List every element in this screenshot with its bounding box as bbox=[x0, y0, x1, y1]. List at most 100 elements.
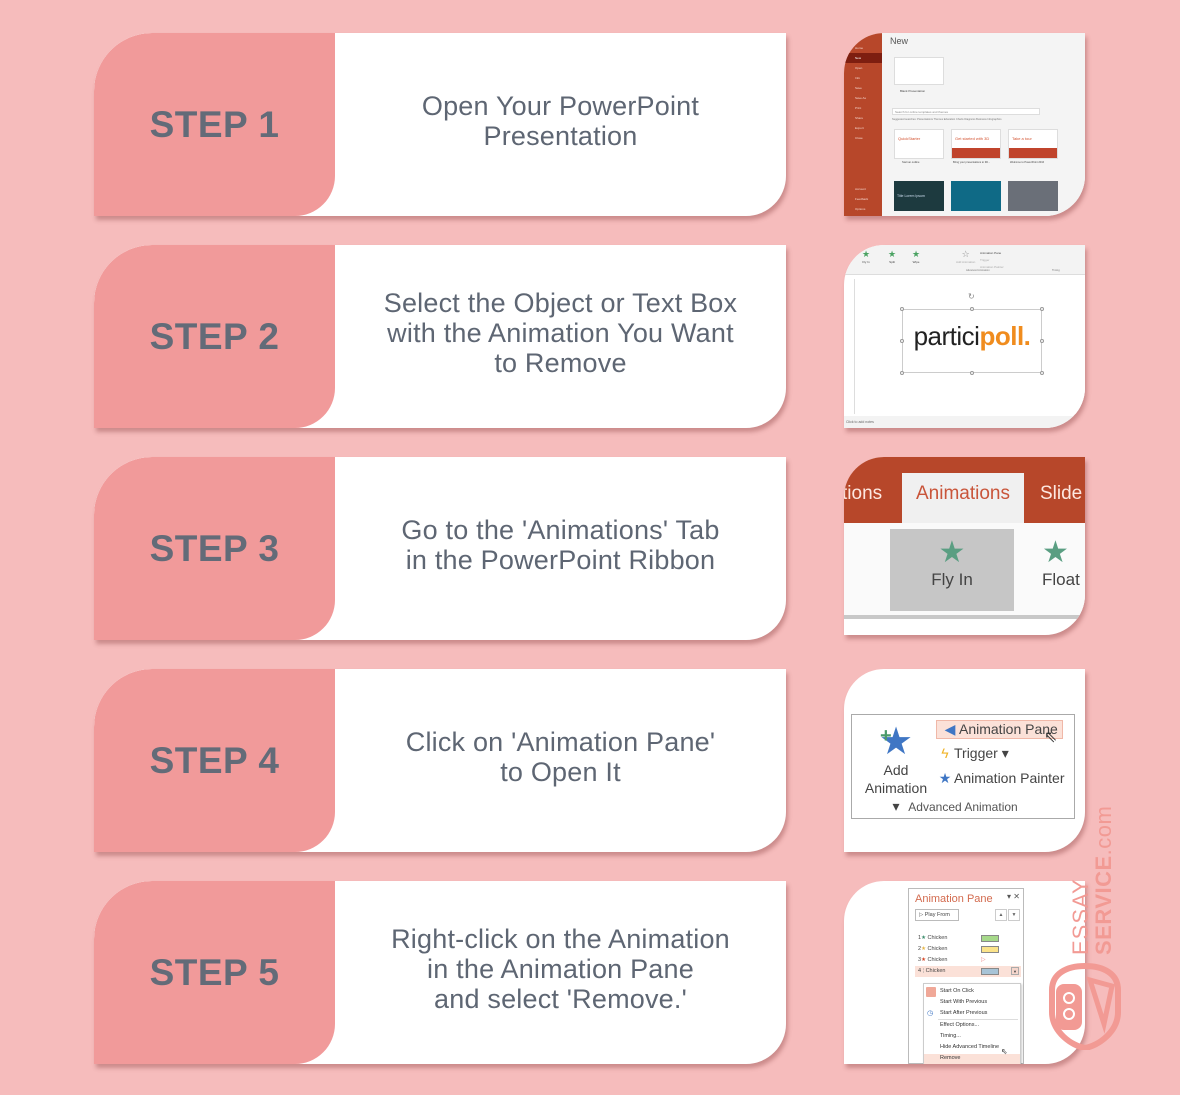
plus-icon: + bbox=[880, 725, 892, 747]
menu-effect-options: Effect Options... bbox=[940, 1022, 980, 1028]
step-label: STEP 4 bbox=[149, 739, 280, 781]
step-label: STEP 1 bbox=[149, 103, 280, 145]
menu-timing: Timing... bbox=[940, 1033, 961, 1039]
theme-tile-gallery bbox=[1008, 181, 1058, 211]
template-caption: Start an outline bbox=[902, 161, 920, 164]
theme-tile-circuit bbox=[951, 181, 1001, 211]
resize-handle bbox=[900, 339, 904, 343]
template-caption: Bring your presentations to 3D... bbox=[953, 161, 991, 164]
sidebar-item-home: Home bbox=[855, 46, 864, 50]
resize-handle bbox=[1040, 339, 1044, 343]
template-search: Search for online templates and themes bbox=[892, 108, 1040, 115]
timeline-bar bbox=[981, 935, 999, 942]
step-text-box: Go to the 'Animations' Tab in the PowerP… bbox=[335, 457, 786, 640]
effect-wipe: ★Wipe bbox=[912, 249, 921, 264]
mouse-click-icon bbox=[926, 987, 936, 997]
star-icon: ★+ bbox=[860, 723, 932, 761]
menu-start-with-previous: Start With Previous bbox=[940, 999, 988, 1005]
ribbon-tab-bar: tions Animations Slide bbox=[844, 457, 1085, 523]
star-plus-icon: ☆ bbox=[961, 249, 970, 259]
template-tile: Take a tour bbox=[1008, 129, 1058, 159]
group-caption: Advanced Animation bbox=[908, 800, 1018, 814]
sidebar-item-print: Print bbox=[855, 106, 862, 110]
step-label-box: STEP 4 bbox=[94, 669, 335, 852]
blank-presentation-thumb bbox=[894, 57, 944, 85]
essay-service-logo: ESSAY SERVICE.com bbox=[1046, 806, 1126, 1065]
brand-line-2: SERVICE.com bbox=[1091, 805, 1116, 955]
animation-row: 2★ Chicken bbox=[915, 944, 1021, 955]
menu-divider bbox=[938, 1019, 1018, 1020]
sidebar-item-feedback: Feedback bbox=[855, 197, 869, 201]
menu-start-after-previous: Start After Previous bbox=[940, 1010, 988, 1016]
play-from-button: ▷ Play From bbox=[915, 909, 959, 921]
template-caption: Welcome to PowerPoint 2016 bbox=[1010, 161, 1045, 164]
slide-canvas bbox=[854, 279, 1085, 414]
step-5-screenshot: Animation Pane ▾ ✕ ▷ Play From ▲ ▼ 1★ Ch… bbox=[844, 881, 1085, 1064]
painter-icon: ★ bbox=[938, 770, 952, 786]
sidebar-item-save-as: Save As bbox=[855, 96, 867, 100]
add-animation-button: ★+ Add Animation ▾ bbox=[860, 723, 932, 815]
menu-start-on-click: Start On Click bbox=[940, 988, 974, 994]
animation-row-selected: 4 ¦ Chicken ▼ bbox=[915, 966, 1021, 977]
effect-split: ★Split bbox=[888, 249, 897, 264]
backstage-main: New Blank Presentation Search for online… bbox=[882, 33, 1085, 216]
step-text-box: Select the Object or Text Box with the A… bbox=[335, 245, 786, 428]
animation-pane-icon: ◀ bbox=[944, 721, 956, 737]
mouse-cursor-icon: ⇖ bbox=[1044, 729, 1058, 746]
star-icon: ★ bbox=[862, 249, 871, 259]
step-text-box: Right-click on the Animation in the Anim… bbox=[335, 881, 786, 1064]
star-icon: ★ bbox=[1042, 536, 1069, 569]
suggested-searches: Suggested searches: Presentations Themes… bbox=[892, 118, 1002, 121]
star-icon: ★ bbox=[912, 249, 921, 259]
step-card-2: STEP 2 Select the Object or Text Box wit… bbox=[94, 245, 786, 428]
animation-pane-button: ◀Animation Pane bbox=[936, 720, 1063, 739]
advanced-animation-items: Animation Pane Trigger Animation Painter bbox=[980, 251, 1004, 269]
sidebar-item-open: Open bbox=[855, 66, 863, 70]
step-card-4: STEP 4 Click on 'Animation Pane' to Open… bbox=[94, 669, 786, 852]
backstage-sidebar: Home New Open Info Save Save As Print Sh… bbox=[844, 33, 882, 216]
lightning-icon: ϟ bbox=[941, 745, 949, 761]
backstage-title: New bbox=[890, 36, 909, 46]
sidebar-item-new: New bbox=[844, 53, 882, 63]
resize-handle bbox=[900, 307, 904, 311]
menu-remove: Remove bbox=[924, 1054, 1020, 1064]
sidebar-item-save: Save bbox=[855, 86, 862, 90]
timeline-bar bbox=[981, 946, 999, 953]
step-label: STEP 5 bbox=[149, 951, 280, 993]
blank-presentation-label: Blank Presentation bbox=[900, 89, 926, 93]
step-card-3: STEP 3 Go to the 'Animations' Tab in the… bbox=[94, 457, 786, 640]
exit-marker-icon: ▷ bbox=[981, 957, 986, 963]
star-icon: ★ bbox=[921, 957, 926, 963]
step-description: Select the Object or Text Box with the A… bbox=[383, 287, 738, 378]
sidebar-item-share: Share bbox=[855, 116, 864, 120]
rotate-handle-icon: ↻ bbox=[968, 292, 975, 301]
timeline-bar bbox=[981, 968, 999, 975]
move-down-icon: ▼ bbox=[1008, 909, 1020, 921]
sidebar-item-account: Account bbox=[855, 187, 866, 191]
resize-handle bbox=[970, 371, 974, 375]
resize-handle bbox=[1040, 371, 1044, 375]
step-label: STEP 2 bbox=[149, 315, 280, 357]
star-icon: ★ bbox=[888, 249, 897, 259]
context-menu: Start On Click Start With Previous ◷ Sta… bbox=[923, 983, 1021, 1064]
step-label-box: STEP 3 bbox=[94, 457, 335, 640]
tab-transitions: tions bbox=[844, 483, 883, 504]
animations-ribbon: ★Fly In ★Split ★Wipe ☆Add Animation Anim… bbox=[844, 245, 1085, 275]
step-label-box: STEP 1 bbox=[94, 33, 335, 216]
menu-hide-advanced-timeline: Hide Advanced Timeline bbox=[940, 1044, 1000, 1050]
step-text-box: Open Your PowerPoint Presentation bbox=[335, 33, 786, 216]
step-label: STEP 3 bbox=[149, 527, 280, 569]
animation-row: 3★ Chicken ▷ bbox=[918, 957, 986, 963]
step-2-screenshot: ★Fly In ★Split ★Wipe ☆Add Animation Anim… bbox=[844, 245, 1085, 428]
notes-bar: Click to add notes bbox=[844, 416, 1085, 428]
timing-label: Timing bbox=[1052, 269, 1060, 272]
step-card-5: STEP 5 Right-click on the Animation in t… bbox=[94, 881, 786, 1064]
row-dropdown-icon: ▼ bbox=[1011, 967, 1019, 975]
resize-handle bbox=[1040, 307, 1044, 311]
effect-float: ★ Float bbox=[1042, 529, 1080, 590]
resize-handle bbox=[970, 307, 974, 311]
sidebar-item-close: Close bbox=[855, 136, 863, 140]
owl-shield-icon bbox=[1049, 962, 1121, 1050]
ribbon-body: ★ Fly In ★ Float bbox=[844, 523, 1085, 619]
